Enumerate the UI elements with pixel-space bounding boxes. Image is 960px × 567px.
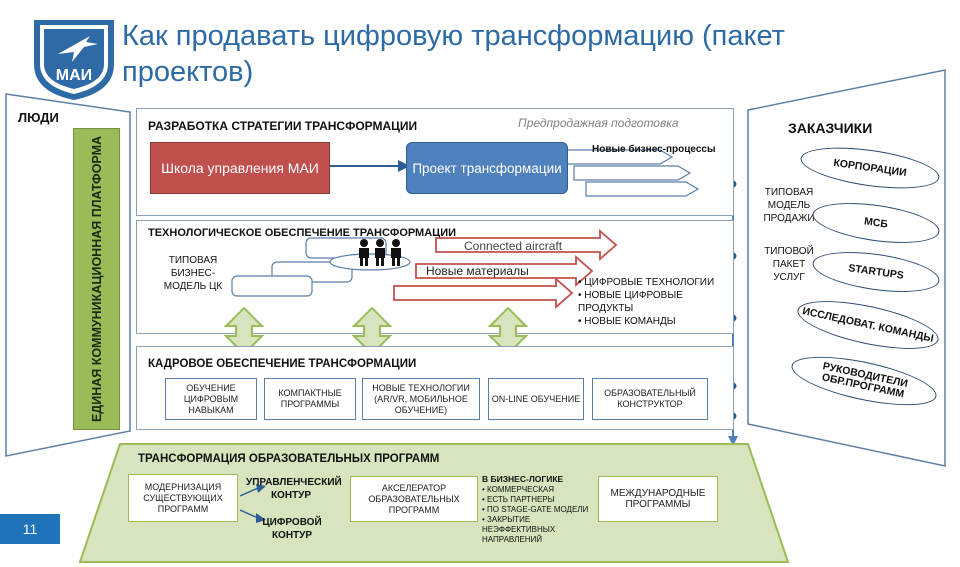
tech-bullet: НОВЫЕ КОМАНДЫ — [578, 315, 738, 328]
red-arrows — [393, 229, 618, 309]
edu-contour-arrows — [239, 484, 266, 523]
school-arrow — [330, 160, 410, 172]
presale-label: Предпродажная подготовка — [518, 116, 679, 130]
sales-model-label: ТИПОВАЯ МОДЕЛЬ ПРОДАЖИ — [763, 187, 815, 224]
tech-header: ТЕХНОЛОГИЧЕСКОЕ ОБЕСПЕЧЕНИЕ ТРАНСФОРМАЦИ… — [148, 227, 457, 239]
edu-logic-list: КОММЕРЧЕСКАЯ ЕСТЬ ПАРТНЕРЫ ПО STAGE-GATE… — [482, 485, 592, 545]
edu-box-modernization: МОДЕРНИЗАЦИЯ СУЩЕСТВУЮЩИХ ПРОГРАММ — [128, 474, 238, 522]
staff-box-compact: КОМПАКТНЫЕ ПРОГРАММЫ — [264, 378, 356, 420]
edu-box-international: МЕЖДУНАРОДНЫЕ ПРОГРАММЫ — [598, 476, 718, 522]
arrow-connected-aircraft: Connected aircraft — [464, 239, 563, 253]
edu-header: ТРАНСФОРМАЦИЯ ОБРАЗОВАТЕЛЬНЫХ ПРОГРАММ — [138, 453, 440, 465]
new-processes-label: Новые бизнес-процессы — [592, 144, 716, 155]
staff-header: КАДРОВОЕ ОБЕСПЕЧЕНИЕ ТРАНСФОРМАЦИИ — [148, 358, 417, 370]
team-icon — [359, 239, 401, 266]
platform-label: ЕДИНАЯ КОММУНИКАЦИОННАЯ ПЛАТФОРМА — [89, 135, 104, 423]
staff-box-constructor: ОБРАЗОВАТЕЛЬНЫЙ КОНСТРУКТОР — [592, 378, 708, 420]
people-label: ЛЮДИ — [18, 110, 59, 125]
process-stack — [560, 149, 700, 197]
tech-bullet: НОВЫЕ ЦИФРОВЫЕ ПРОДУКТЫ — [578, 289, 738, 315]
strategy-header: РАЗРАБОТКА СТРАТЕГИИ ТРАНСФОРМАЦИИ — [148, 119, 418, 133]
svg-text:МАИ: МАИ — [56, 67, 92, 84]
mai-logo: МАИ — [28, 14, 120, 102]
tech-bullet: ЦИФРОВЫЕ ТЕХНОЛОГИИ — [578, 276, 738, 289]
school-box: Школа управления МАИ — [150, 142, 330, 194]
edu-logic-item: ПО STAGE-GATE МОДЕЛИ — [482, 505, 592, 515]
slide-number: 11 — [0, 514, 60, 544]
edu-logic-item: КОММЕРЧЕСКАЯ — [482, 485, 592, 495]
edu-logic-item: ЕСТЬ ПАРТНЕРЫ — [482, 495, 592, 505]
edu-logic-item: ЗАКРЫТИЕ НЕЭФФЕКТИВНЫХ НАПРАВЛЕНИЙ — [482, 515, 592, 545]
page-title: Как продавать цифровую трансформацию (па… — [122, 20, 785, 88]
arrow-new-materials: Новые материалы — [426, 264, 529, 278]
business-model-label: ТИПОВАЯ БИЗНЕС-МОДЕЛЬ ЦК — [163, 255, 223, 292]
staff-box-digital-skills: ОБУЧЕНИЕ ЦИФРОВЫМ НАВЫКАМ — [165, 378, 257, 420]
staff-box-online: ON-LINE ОБУЧЕНИЕ — [488, 378, 584, 420]
project-box: Проект трансформации — [406, 142, 568, 194]
tech-bullets: ЦИФРОВЫЕ ТЕХНОЛОГИИ НОВЫЕ ЦИФРОВЫЕ ПРОДУ… — [578, 276, 738, 328]
customers-label: ЗАКАЗЧИКИ — [788, 120, 873, 136]
platform-bar: ЕДИНАЯ КОММУНИКАЦИОННАЯ ПЛАТФОРМА — [73, 128, 120, 430]
edu-box-accelerator: АКСЕЛЕРАТОР ОБРАЗОВАТЕЛЬНЫХ ПРОГРАММ — [350, 476, 478, 522]
double-arrows — [223, 306, 529, 356]
edu-digital-contour: ЦИФРОВОЙ КОНТУР — [262, 517, 322, 541]
edu-logic-title: В БИЗНЕС-ЛОГИКЕ — [482, 474, 564, 484]
edu-mgmt-contour: УПРАВЛЕНЧЕСКИЙ КОНТУР — [246, 477, 342, 501]
service-pack-label: ТИПОВОЙ ПАКЕТ УСЛУГ — [764, 246, 814, 283]
staff-box-new-tech: НОВЫЕ ТЕХНОЛОГИИ (AR/VR, МОБИЛЬНОЕ ОБУЧЕ… — [362, 378, 480, 420]
